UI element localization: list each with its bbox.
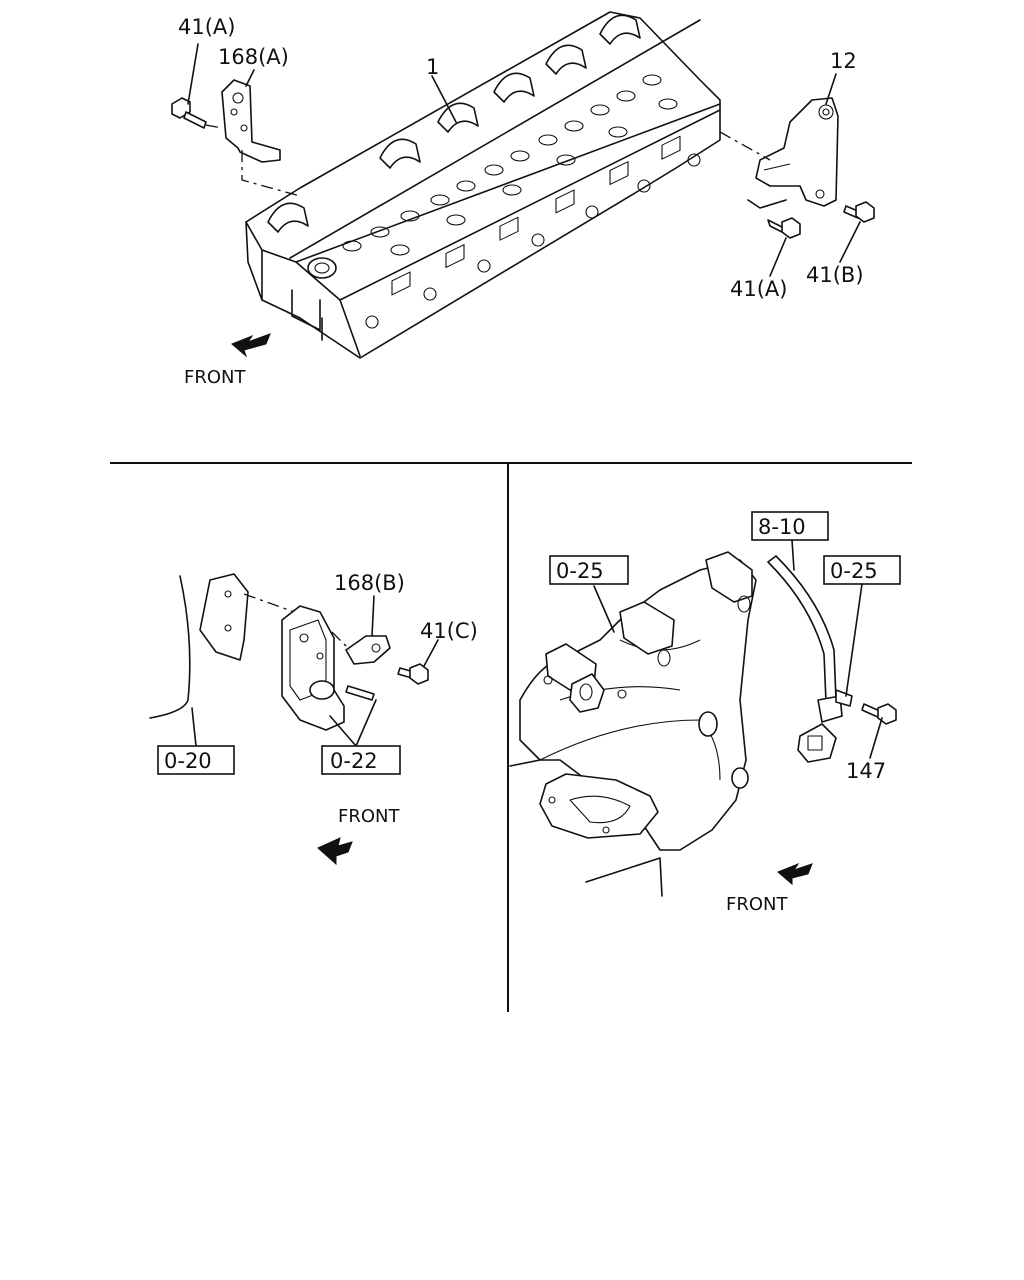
bracket-0-22	[281, 605, 375, 731]
front-arrow-bottom-left-icon	[317, 837, 353, 866]
ref-box-0-22	[321, 745, 401, 775]
side-bolt-holes	[365, 153, 701, 329]
bracket-168a	[221, 79, 301, 197]
front-label-top: FRONT	[184, 367, 246, 388]
bolt-41c	[397, 663, 429, 685]
ref-label-8-10: 8-10	[758, 515, 806, 539]
bottom-right-leader-lines	[593, 539, 883, 759]
exhaust-manifold	[519, 551, 757, 851]
bolt-41a-top-left	[171, 97, 223, 129]
callout-41a-right: 41(A)	[730, 277, 787, 301]
callout-41a-top-left: 41(A)	[178, 15, 235, 39]
callout-41b: 41(B)	[806, 263, 864, 287]
callout-168b: 168(B)	[334, 571, 405, 595]
ref-label-0-22: 0-22	[330, 749, 378, 773]
cylinder-head-assembly	[245, 11, 721, 359]
callout-1-cylinder-head: 1	[426, 55, 439, 79]
front-label-bottom-right: FRONT	[726, 894, 788, 915]
bolt-41b	[843, 201, 875, 223]
front-label-bottom-left: FRONT	[338, 806, 400, 827]
camshaft-journals	[267, 14, 641, 233]
bolt-147	[861, 703, 897, 725]
callout-41c: 41(C)	[420, 619, 478, 643]
bottom-left-leader-lines	[191, 595, 439, 747]
callout-168a: 168(A)	[218, 45, 289, 69]
ref-box-8-10	[751, 511, 829, 541]
intake-ports	[391, 135, 681, 296]
ref-box-0-25-left	[549, 555, 629, 585]
engine-block-rear-outline	[149, 573, 301, 719]
bracket-12	[719, 97, 839, 209]
oil-pipe-8-10	[767, 555, 853, 763]
turbo-flange	[509, 759, 663, 897]
ref-box-0-20	[157, 745, 235, 775]
callout-147: 147	[846, 759, 886, 783]
bolt-41a-right	[767, 217, 801, 239]
ref-box-0-25-right	[823, 555, 901, 585]
ref-label-0-25-right: 0-25	[830, 559, 878, 583]
top-leader-lines	[187, 43, 861, 277]
valve-pockets	[342, 74, 678, 256]
ref-label-0-20: 0-20	[164, 749, 212, 773]
callout-12: 12	[830, 49, 857, 73]
ref-label-0-25-left: 0-25	[556, 559, 604, 583]
front-arrow-top-icon	[231, 333, 271, 358]
front-arrow-bottom-right-icon	[777, 862, 813, 886]
plate-168b	[345, 635, 391, 665]
